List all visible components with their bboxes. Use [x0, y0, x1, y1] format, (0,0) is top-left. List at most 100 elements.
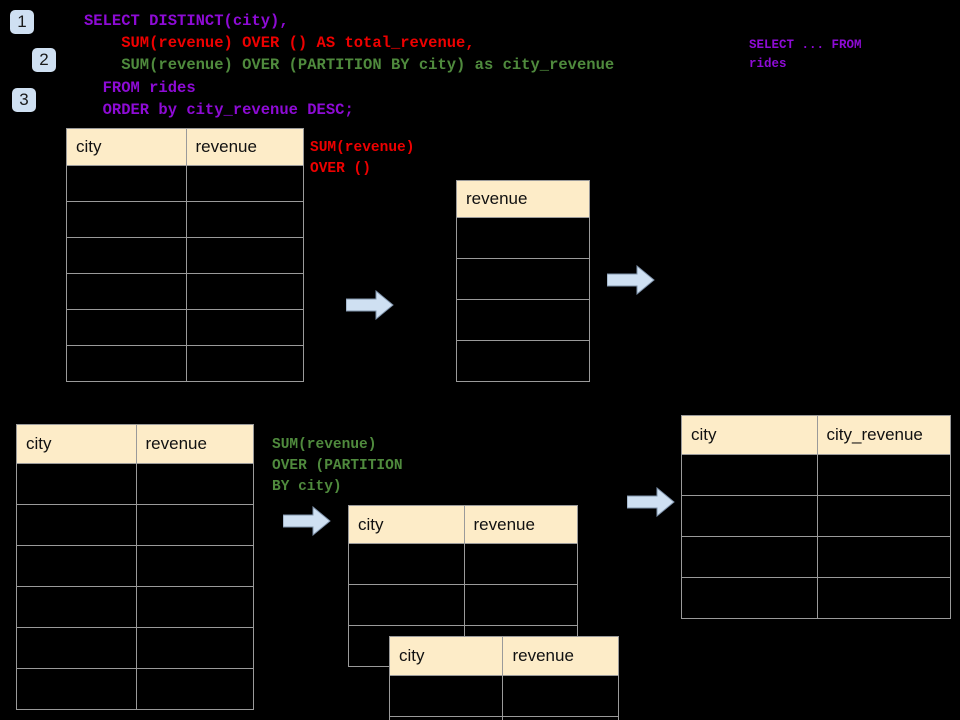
column-header-city: city: [388, 636, 504, 676]
table-cell: [135, 627, 254, 669]
sql-line-sum-over-partition: SUM(revenue) OVER (PARTITION BY city) as…: [84, 56, 615, 74]
table-cell: [185, 345, 304, 382]
table-cell: [185, 273, 304, 310]
table-row: [66, 273, 304, 310]
table-row: [348, 543, 578, 585]
table-cell: [66, 165, 187, 202]
table-cell: [16, 504, 137, 546]
table-cell: [681, 536, 818, 578]
table-cell: [66, 309, 187, 346]
column-header-city: city: [66, 128, 187, 166]
column-header-city_revenue: city_revenue: [816, 415, 951, 455]
table-cell: [816, 536, 951, 578]
table-row: [681, 577, 951, 619]
table-cell: [135, 545, 254, 587]
table-cell: [16, 545, 137, 587]
table-cell: [135, 668, 254, 710]
arrow-partition-to-result: [626, 486, 675, 522]
table-cell: [456, 340, 590, 382]
table-row: [16, 463, 254, 505]
table-row: [348, 584, 578, 626]
table-cell: [16, 627, 137, 669]
annotation-sum-over-partition: SUM(revenue) OVER (PARTITION BY city): [272, 437, 403, 495]
table-cell: [16, 586, 137, 628]
table-row: [388, 675, 619, 717]
table-cell: [66, 237, 187, 274]
table-cell: [816, 577, 951, 619]
table-cell: [463, 584, 578, 626]
table-cell: [185, 237, 304, 274]
table-cell: [681, 577, 818, 619]
table-row: [66, 165, 304, 202]
table-row: [16, 545, 254, 587]
table-row: [456, 340, 590, 382]
table-cell: [388, 716, 504, 720]
step-badge-2: 2: [32, 48, 56, 72]
table-cell: [681, 495, 818, 537]
table-row: [16, 668, 254, 710]
sql-line-from-rides: FROM rides: [84, 79, 196, 97]
arrow-source-to-total: [345, 289, 394, 325]
column-header-revenue: revenue: [502, 636, 619, 676]
table-cell: [463, 543, 578, 585]
table-row: [456, 258, 590, 300]
table-row: [66, 237, 304, 274]
column-header-city: city: [348, 505, 465, 544]
table-cell: [456, 217, 590, 259]
table-cell: [502, 716, 619, 720]
sql-line-sum-over-empty: SUM(revenue) OVER () AS total_revenue,: [84, 34, 475, 52]
table-cell: [816, 454, 951, 496]
arrow-source-to-partition: [282, 505, 331, 541]
table-row: [66, 201, 304, 238]
table-cell: [66, 345, 187, 382]
step-badge-1: 1: [10, 10, 34, 34]
table-row: [388, 716, 619, 720]
column-header-city: city: [16, 424, 137, 464]
table-cell: [66, 273, 187, 310]
total-revenue-table: revenue: [456, 180, 590, 382]
table-cell: [66, 201, 187, 238]
table-row: [681, 495, 951, 537]
sql-line-select-distinct: SELECT DISTINCT(city),: [84, 12, 289, 30]
table-row: [681, 454, 951, 496]
column-header-revenue: revenue: [135, 424, 254, 464]
table-cell: [185, 165, 304, 202]
table-cell: [185, 309, 304, 346]
table-cell: [456, 258, 590, 300]
table-row: [456, 217, 590, 259]
table-cell: [502, 675, 619, 717]
table-row: [66, 309, 304, 346]
table-cell: [816, 495, 951, 537]
table-cell: [135, 586, 254, 628]
table-row: [16, 586, 254, 628]
table-cell: [16, 668, 137, 710]
step-badge-3: 3: [12, 88, 36, 112]
table-row: [681, 536, 951, 578]
column-header-revenue: revenue: [456, 180, 590, 218]
sql-line-order-by: ORDER by city_revenue DESC;: [84, 101, 354, 119]
table-cell: [185, 201, 304, 238]
table-header-row: revenue: [456, 180, 590, 218]
column-header-revenue: revenue: [185, 128, 304, 166]
table-row: [456, 299, 590, 341]
table-cell: [456, 299, 590, 341]
table-cell: [348, 543, 465, 585]
column-header-city: city: [681, 415, 818, 455]
annotation-sum-over-empty: SUM(revenue) OVER (): [310, 140, 415, 177]
table-cell: [681, 454, 818, 496]
column-header-revenue: revenue: [463, 505, 578, 544]
table-cell: [135, 463, 254, 505]
arrow-total-to-result-top: [606, 264, 655, 300]
table-row: [16, 627, 254, 669]
table-cell: [348, 584, 465, 626]
table-row: [16, 504, 254, 546]
